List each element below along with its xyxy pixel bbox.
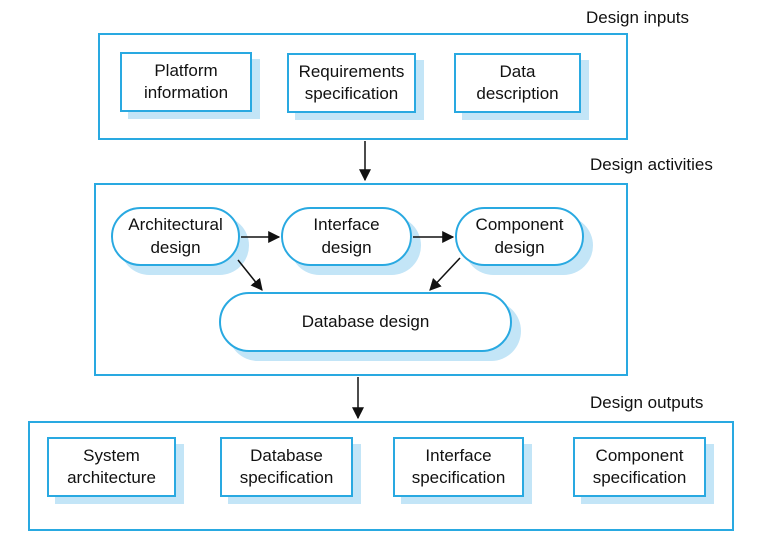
component-design-line2: design (494, 237, 545, 257)
component-design-line1: Component (475, 215, 564, 235)
interface-specification-line2: specification (411, 468, 506, 487)
interface-specification-box: Interface specification (393, 437, 524, 497)
component-specification-line1: Component (595, 445, 684, 465)
design-activities-label: Design activities (590, 155, 713, 174)
design-inputs-label: Design inputs (586, 8, 690, 27)
architectural-design-line1: Architectural (128, 215, 223, 235)
system-architecture-box: System architecture (47, 437, 176, 497)
data-description-box: Data description (454, 53, 581, 113)
architectural-design-line2: design (150, 237, 201, 257)
requirements-specification-box: Requirements specification (287, 53, 416, 113)
interface-design-line2: design (321, 237, 372, 257)
component-design-pill: Component design (455, 207, 584, 266)
data-description-line1: Data (499, 61, 536, 81)
interface-specification-line1: Interface (425, 445, 492, 465)
database-specification-line2: specification (239, 468, 334, 487)
database-design-pill: Database design (219, 292, 512, 352)
requirements-specification-line2: specification (304, 84, 399, 103)
platform-information-line1: Platform (154, 60, 218, 80)
interface-design-pill: Interface design (281, 207, 412, 266)
database-specification-line1: Database (250, 445, 323, 465)
interface-design-line1: Interface (313, 215, 380, 235)
system-architecture-line2: architecture (67, 468, 156, 487)
design-outputs-label: Design outputs (590, 393, 704, 412)
database-specification-box: Database specification (220, 437, 353, 497)
system-architecture-line1: System (83, 445, 140, 465)
platform-information-box: Platform information (120, 52, 252, 112)
database-design-label: Database design (301, 311, 430, 331)
data-description-line2: description (476, 84, 559, 103)
architectural-design-pill: Architectural design (111, 207, 240, 266)
requirements-specification-line1: Requirements (298, 61, 405, 81)
component-specification-box: Component specification (573, 437, 706, 497)
component-specification-line2: specification (592, 468, 687, 487)
platform-information-line2: information (143, 83, 229, 102)
